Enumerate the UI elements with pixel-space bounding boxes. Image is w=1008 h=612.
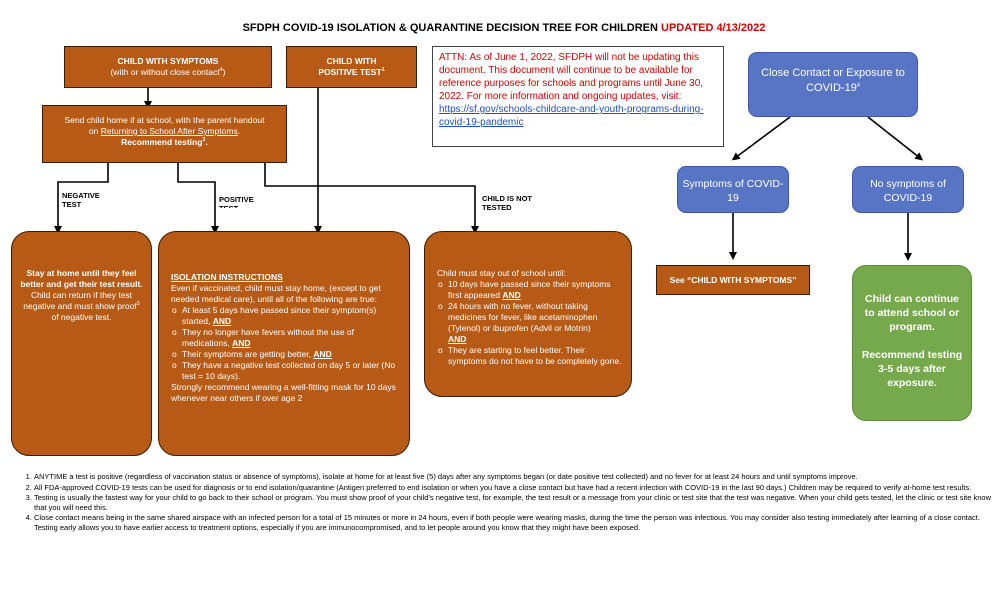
not-tested-item: 24 hours with no fever, without taking m… — [438, 301, 623, 345]
arrow-not-tested — [264, 163, 479, 234]
not-tested-item: They are starting to feel better. Their … — [438, 345, 623, 367]
not-tested-list: 10 days have passed since their symptoms… — [437, 279, 623, 367]
footnote-item: ANYTIME a test is positive (regardless o… — [34, 472, 997, 482]
symptoms-line2: (with or without close contact4) — [110, 67, 226, 77]
returning-to-school-link[interactable]: Returning to School After Symptoms — [100, 126, 238, 136]
send-home-line2: on Returning to School After Symptoms. — [88, 126, 241, 136]
page-title: SFDPH COVID-19 ISOLATION & QUARANTINE DE… — [0, 22, 1008, 34]
isolation-list: At least 5 days have passed since their … — [171, 305, 399, 382]
arrow-negative — [54, 163, 109, 234]
sfgov-link[interactable]: https://sf.gov/schools-childcare-and-you… — [439, 104, 704, 128]
symptoms-line1: CHILD WITH SYMPTOMS — [117, 56, 219, 66]
attn-notice: ATTN: As of June 1, 2022, SFDPH will not… — [432, 46, 724, 147]
footnote-item: All FDA-approved COVID-19 tests can be u… — [34, 483, 997, 493]
positive-line2: POSITIVE TEST1 — [318, 67, 385, 77]
footnote-item: Testing is usually the fastest way for y… — [34, 493, 997, 512]
isolation-heading: ISOLATION INSTRUCTIONS — [171, 272, 283, 282]
isolation-item: They no longer have fevers without the u… — [172, 327, 399, 349]
send-home-box: Send child home if at school, with the p… — [42, 105, 287, 163]
symptoms-of-covid-box: Symptoms of COVID-19 — [677, 166, 789, 213]
connector-lines — [54, 88, 924, 261]
arrow-to-symptoms-covid — [731, 116, 791, 161]
attn-text: ATTN: As of June 1, 2022, SFDPH will not… — [439, 52, 704, 102]
not-tested-intro: Child must stay out of school until: — [437, 268, 566, 278]
green-p1: Child can continue to attend school or p… — [864, 293, 960, 333]
see-child-with-symptoms-box: See “CHILD WITH SYMPTOMS” — [656, 265, 810, 295]
isolation-outro: Strongly recommend wearing a well-fittin… — [171, 382, 396, 403]
title-main: SFDPH COVID-19 ISOLATION & QUARANTINE DE… — [242, 22, 662, 34]
isolation-item: At least 5 days have passed since their … — [172, 305, 399, 327]
send-home-line3: Recommend testing2. — [121, 137, 208, 147]
no-symptoms-box: No symptoms of COVID-19 — [852, 166, 964, 213]
continue-attending-box: Child can continue to attend school or p… — [852, 265, 972, 421]
arrow-to-no-symptoms — [867, 116, 924, 161]
green-p2: Recommend testing 3-5 days after exposur… — [861, 349, 963, 389]
close-contact-box: Close Contact or Exposure to COVID-194 — [748, 52, 918, 117]
isolation-intro: Even if vaccinated, child must stay home… — [171, 283, 381, 304]
isolation-item: They have a negative test collected on d… — [172, 360, 399, 382]
send-home-line1: Send child home if at school, with the p… — [64, 115, 265, 125]
title-updated: UPDATED 4/13/2022 — [661, 22, 766, 34]
isolation-item: Their symptoms are getting better, AND — [172, 349, 399, 360]
footnote-item: Close contact means being in the same sh… — [34, 513, 997, 532]
not-tested-box: Child must stay out of school until: 10 … — [424, 231, 632, 397]
isolation-instructions-box: ISOLATION INSTRUCTIONS Even if vaccinate… — [158, 231, 410, 456]
child-with-positive-test-box: CHILD WITH POSITIVE TEST1 — [286, 46, 417, 88]
negative-outcome-box: Stay at home until they feel better and … — [11, 231, 152, 456]
not-tested-item: 10 days have passed since their symptoms… — [438, 279, 623, 301]
child-with-symptoms-box: CHILD WITH SYMPTOMS (with or without clo… — [64, 46, 272, 88]
footnote-list: ANYTIME a test is positive (regardless o… — [12, 472, 997, 533]
footnotes: ANYTIME a test is positive (regardless o… — [12, 472, 997, 534]
arrow-positive — [177, 163, 219, 234]
positive-line1: CHILD WITH — [326, 56, 377, 66]
